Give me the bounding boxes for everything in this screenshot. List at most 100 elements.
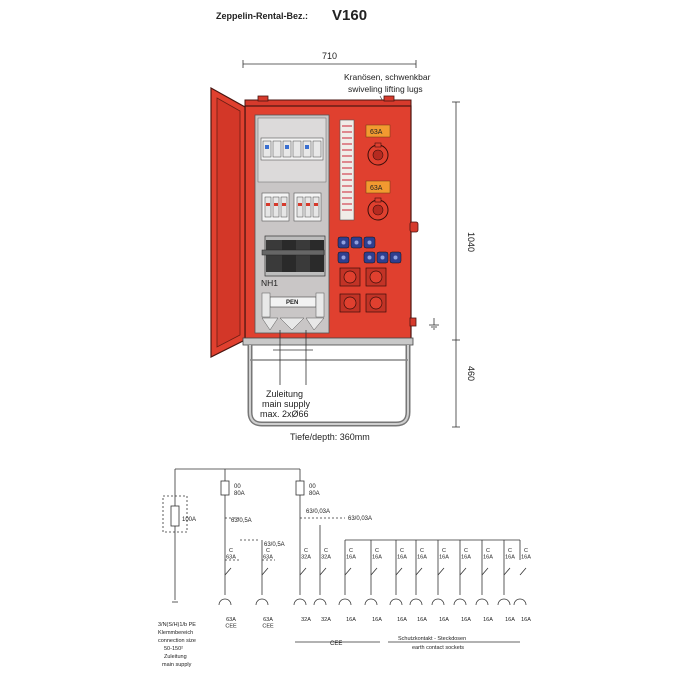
cabinet-supply-de: Zuleitung bbox=[266, 389, 303, 399]
breaker-label-10-line: C bbox=[464, 548, 468, 554]
height-lower: 460 bbox=[466, 366, 476, 381]
breaker-label-11-line: 16A bbox=[483, 555, 493, 561]
breaker-label-12-line: C bbox=[508, 548, 512, 554]
lifting-lug-right bbox=[383, 95, 395, 102]
outlet-label-5: 16A bbox=[346, 617, 356, 623]
depth-label: Tiefe/depth: 360mm bbox=[290, 432, 370, 442]
outlet-label-10-line: 16A bbox=[461, 617, 471, 623]
outlet-label-8: 16A bbox=[417, 617, 427, 623]
header-model: V160 bbox=[332, 7, 367, 24]
terminal-en: connection size bbox=[158, 638, 196, 644]
breaker-label-6-line: 16A bbox=[372, 555, 382, 561]
outlet-label-2-line: CEE bbox=[262, 624, 274, 630]
outlet-label-12: 16A bbox=[505, 617, 515, 623]
cee-group-label: CEE bbox=[330, 641, 342, 647]
fuse2-label-line1: 00 bbox=[309, 484, 316, 490]
mcb-strip-marks bbox=[342, 125, 352, 211]
cee-outlets-small bbox=[339, 267, 387, 313]
earth-terminal bbox=[409, 317, 417, 327]
outlet-label-13: 16A bbox=[521, 617, 531, 623]
outlet-label-3-line: 32A bbox=[301, 617, 311, 623]
rcd2-label: 63/0,5A bbox=[264, 542, 285, 548]
supply-cables bbox=[273, 330, 313, 385]
outlet-label-11: 16A bbox=[483, 617, 493, 623]
fuse1-label-line2: 80A bbox=[234, 491, 245, 497]
outlet-label-9: 16A bbox=[439, 617, 449, 623]
width-value: 710 bbox=[322, 51, 337, 61]
cable-glands bbox=[261, 292, 325, 331]
schuko-sockets bbox=[337, 236, 402, 264]
lugs-note-de: Kranösen, schwenkbar bbox=[344, 72, 431, 82]
fuse-row-left bbox=[261, 192, 290, 222]
lugs-note-en: swiveling lifting lugs bbox=[348, 84, 423, 94]
mcb-strip bbox=[339, 119, 355, 221]
breaker-label-8-line: C bbox=[420, 548, 424, 554]
outlet-label-5-line: 16A bbox=[346, 617, 356, 623]
width-dimension bbox=[242, 60, 417, 68]
outlet-label-3: 32A bbox=[301, 617, 311, 623]
outlet-label-7-line: 16A bbox=[397, 617, 407, 623]
cee-outlet-63a-1: 63A bbox=[365, 124, 391, 166]
rcd1-label: 63/0,5A bbox=[231, 518, 252, 524]
breaker-label-12-line: 16A bbox=[505, 555, 515, 561]
breaker-label-3-line: C bbox=[304, 548, 308, 554]
outlet-label-13-line: 16A bbox=[521, 617, 531, 623]
breaker-label-13-line: C bbox=[524, 548, 528, 554]
rcd3-label: 63/0,03A bbox=[306, 509, 330, 515]
breaker-label-5-line: C bbox=[349, 548, 353, 554]
breaker-label-7-line: 16A bbox=[397, 555, 407, 561]
schuko-label-de: Schutzkontakt - Steckdosen bbox=[398, 636, 466, 642]
fuse-row-right bbox=[293, 192, 322, 222]
fuse2-label-line2: 80A bbox=[309, 491, 320, 497]
outlet-label-9-line: 16A bbox=[439, 617, 449, 623]
fuse2-label: 00 80A bbox=[309, 484, 320, 497]
fuse1-label: 00 80A bbox=[234, 484, 245, 497]
breaker-label-1-line: 63A bbox=[226, 555, 236, 561]
breaker-label-5-line: 16A bbox=[346, 555, 356, 561]
breaker-label-11-line: C bbox=[486, 548, 490, 554]
door-inner-panel bbox=[216, 97, 241, 348]
outlet-label-4-line: 32A bbox=[321, 617, 331, 623]
height-dimension bbox=[452, 101, 460, 428]
cee-outlet-63a-1-label: 63A bbox=[370, 129, 383, 136]
breaker-label-9-line: 16A bbox=[439, 555, 449, 561]
outlet-label-6: 16A bbox=[372, 617, 382, 623]
breaker-label-13-line: 16A bbox=[521, 555, 531, 561]
cee-outlet-63a-2-label: 63A bbox=[370, 185, 383, 192]
breaker-label-7-line: C bbox=[400, 548, 404, 554]
outlet-label-4: 32A bbox=[321, 617, 331, 623]
outlet-label-11-line: 16A bbox=[483, 617, 493, 623]
terminal-de: Klemmbereich bbox=[158, 630, 193, 636]
cabinet-base bbox=[242, 337, 414, 346]
outlet-label-10: 16A bbox=[461, 617, 471, 623]
outlet-label-12-line: 16A bbox=[505, 617, 515, 623]
main-switch bbox=[261, 235, 326, 277]
stand-frame-inner bbox=[249, 345, 409, 425]
breaker-label-2-line: 63A bbox=[263, 555, 273, 561]
breaker-label-10-line: 16A bbox=[461, 555, 471, 561]
cee-outlet-63a-2: 63A bbox=[365, 180, 391, 221]
schematic-supply-de: Zuleitung bbox=[164, 654, 187, 660]
breaker-label-2-line: C bbox=[266, 548, 270, 554]
outlet-label-8-line: 16A bbox=[417, 617, 427, 623]
cabinet-handle bbox=[409, 221, 419, 233]
outlet-label-7: 16A bbox=[397, 617, 407, 623]
cabinet-supply-max: max. 2xØ66 bbox=[260, 409, 309, 419]
outlet-label-1-line: 63A bbox=[226, 617, 236, 623]
fuse1-label-line1: 00 bbox=[234, 484, 241, 490]
outlet-label-2-line: 63A bbox=[263, 617, 273, 623]
breaker-label-4-line: 32A bbox=[321, 555, 331, 561]
earth-symbol bbox=[429, 318, 439, 330]
